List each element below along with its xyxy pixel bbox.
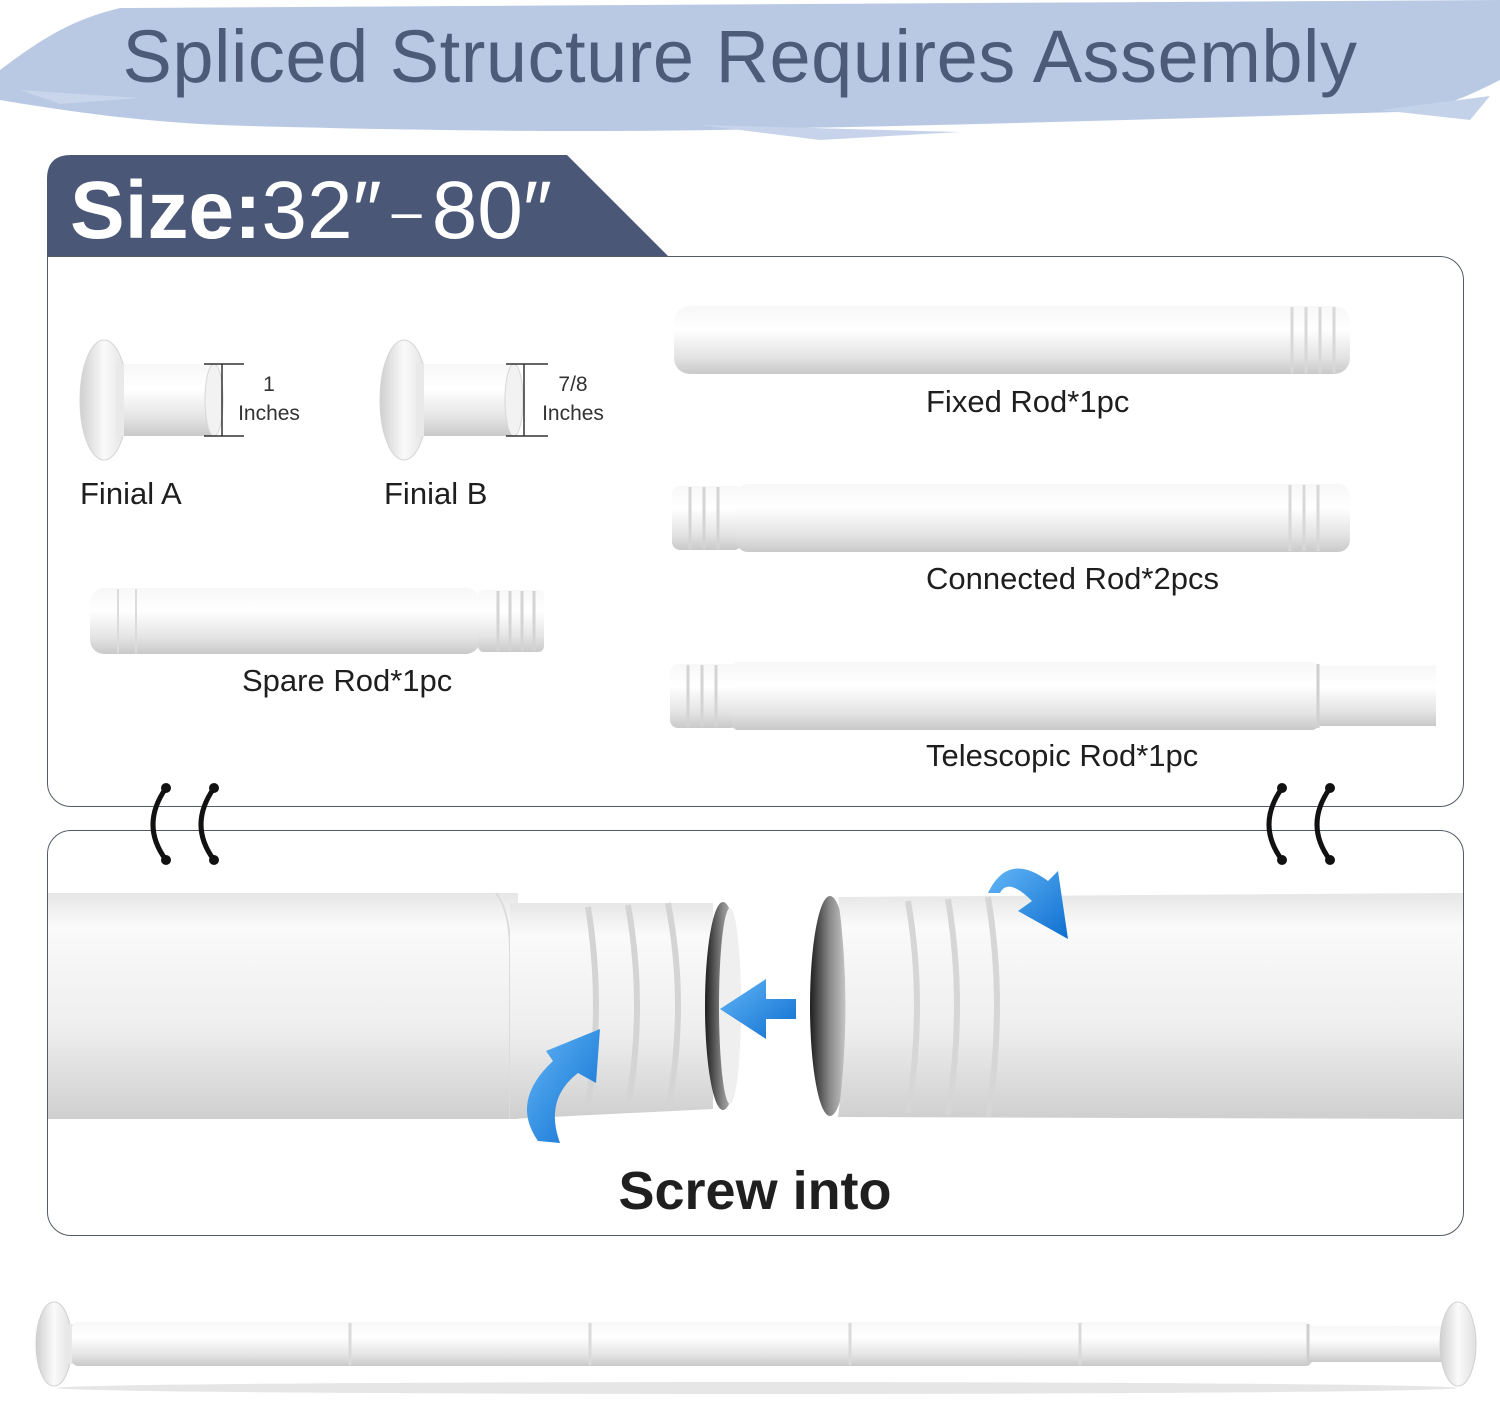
size-separator: – <box>391 182 422 242</box>
assembled-rod-image <box>35 1301 1477 1394</box>
spare-rod-image <box>90 588 544 654</box>
fixed-rod-image <box>674 306 1350 374</box>
size-label: Size: <box>70 165 262 256</box>
assembly-title: Screw into <box>618 1161 892 1221</box>
size-range: Size:32″–80″ <box>70 166 552 256</box>
finial-b-dimension: 7/8 Inches <box>528 370 618 428</box>
chain-link-icon <box>1266 783 1335 865</box>
rotate-arrow-icon <box>526 1029 600 1143</box>
assembly-panel <box>47 830 1464 1236</box>
finial-a-dimension: 1 Inches <box>224 370 314 428</box>
finial-a-image <box>79 339 244 461</box>
finial-a-dim-unit: Inches <box>238 402 300 425</box>
telescopic-rod-image <box>670 662 1436 730</box>
rotate-arrow-icon <box>988 868 1068 939</box>
finial-b-dim-value: 7/8 <box>558 373 588 396</box>
telescopic-rod-label: Telescopic Rod*1pc <box>926 738 1199 773</box>
page-title: Spliced Structure Requires Assembly <box>122 15 1358 98</box>
finial-b-image <box>379 339 548 461</box>
finial-a-dim-value: 1 <box>263 373 275 396</box>
fixed-rod-label: Fixed Rod*1pc <box>926 384 1130 419</box>
size-min: 32″ <box>261 165 382 256</box>
push-arrow-icon <box>720 979 796 1039</box>
header-brush-banner <box>0 0 1500 140</box>
connected-rod-label: Connected Rod*2pcs <box>926 561 1219 596</box>
connected-rod-image <box>672 484 1350 552</box>
finial-b-dim-unit: Inches <box>542 402 604 425</box>
finial-a-label: Finial A <box>80 476 182 511</box>
assembly-illustration <box>48 868 1463 1143</box>
size-max: 80″ <box>431 165 552 256</box>
size-tab <box>47 155 671 259</box>
chain-link-icon <box>150 783 219 865</box>
spare-rod-label: Spare Rod*1pc <box>242 663 453 698</box>
finial-b-label: Finial B <box>384 476 488 511</box>
